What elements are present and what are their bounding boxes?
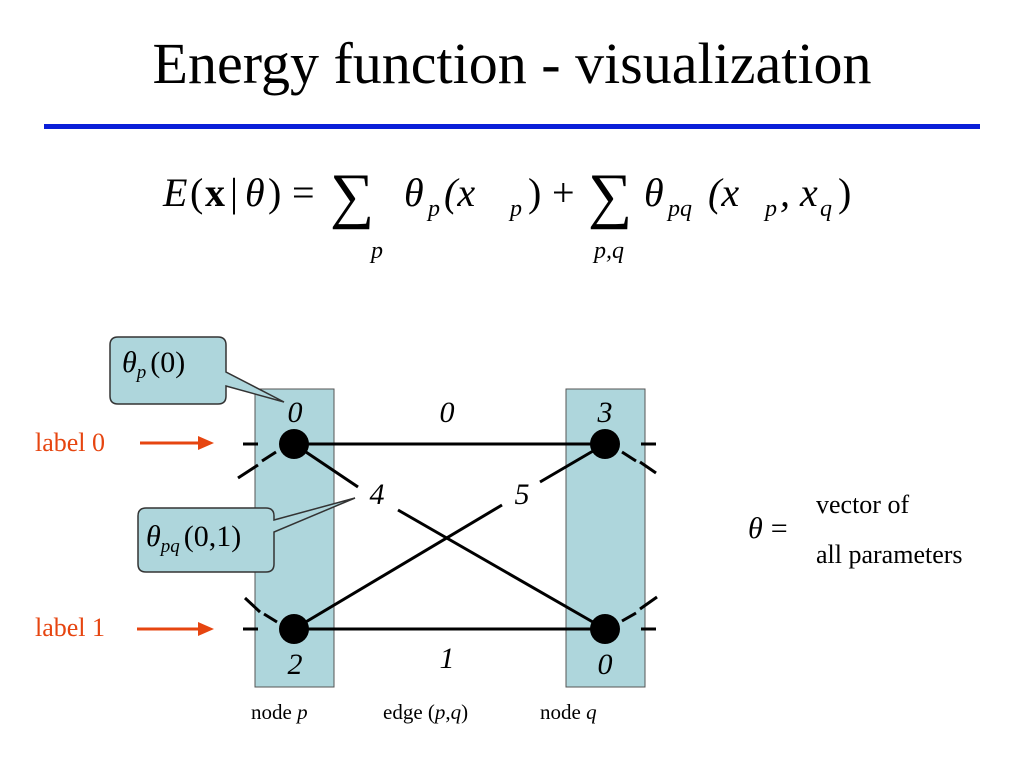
pairwise-callout-text: θpq(0,1) [146, 520, 241, 558]
node-p-caption-var: p [297, 700, 308, 724]
unary-callout-theta: θ [122, 346, 137, 379]
edge-caption-comma: , [445, 700, 451, 724]
unary-callout-text: θp(0) [122, 346, 185, 384]
title-underline [44, 124, 980, 129]
node-p-label1 [279, 614, 309, 644]
theta-definition-lhs: θ= [748, 512, 788, 546]
label1-arrow-icon [198, 622, 214, 636]
eq-sum-2: ∑ [588, 162, 632, 230]
eq-sum-2-index: p,q [592, 238, 624, 264]
eq-E: E [162, 170, 187, 215]
unary-callout-sub: p [136, 362, 147, 383]
edge-caption-prefix: edge ( [383, 700, 435, 724]
pairwise-callout [137, 497, 356, 573]
pairwise-callout-theta: θ [146, 520, 161, 553]
unary-p-1: 2 [288, 648, 303, 681]
unary-p-0: 0 [288, 396, 303, 429]
edge-caption: edge (p,q) [383, 700, 468, 725]
node-p-label0 [279, 429, 309, 459]
edge-0-1-lower [397, 508, 606, 631]
dash-diag-p0 [237, 463, 259, 480]
unary-q-0: 3 [597, 396, 613, 429]
pairwise-callout-sub: pq [160, 536, 180, 557]
eq-theta-unary: θ [404, 170, 424, 215]
pairwise-1-1: 1 [440, 642, 455, 675]
eq-paren-close: ) [268, 170, 281, 215]
eq-theta-pair: θ [644, 170, 664, 215]
eq-pair-close: ) [838, 170, 851, 215]
node-q-label0 [590, 429, 620, 459]
dash-diag-q1 [639, 595, 658, 611]
dash-inner-p0 [261, 450, 277, 463]
label0-arrow-icon [198, 436, 214, 450]
eq-unary-close: ) [528, 170, 541, 215]
eq-pair-comma: , x [780, 170, 818, 215]
energy-equation: E ( x | θ ) = ∑ p θ p (x p ) + ∑ p,q θ p… [0, 150, 1024, 280]
eq-pair-arg: (x [708, 170, 739, 215]
eq-sum-1: ∑ [330, 162, 374, 230]
definition-line1: vector of [816, 490, 910, 519]
eq-paren-open: ( [190, 170, 203, 215]
definition-equals: = [770, 512, 788, 545]
eq-pair-arg-sub1: p [763, 196, 777, 222]
dash-inner-q1 [621, 611, 637, 623]
edge-caption-var-p: p [434, 700, 446, 724]
pairwise-0-1: 4 [370, 478, 385, 511]
eq-plus: + [552, 170, 575, 215]
dash-inner-p1 [263, 612, 278, 624]
unary-callout-arg: (0) [150, 346, 186, 379]
edge-1-0-lower [293, 503, 503, 631]
eq-x-bold: x [205, 170, 225, 215]
node-p-caption-prefix: node [251, 700, 298, 724]
eq-sum-1-index: p [369, 238, 383, 264]
edge-caption-var-q: q [450, 700, 462, 724]
label1-text: label 1 [35, 613, 106, 642]
unary-callout [109, 336, 285, 405]
node-p-caption: node p [251, 700, 308, 725]
eq-unary-arg-sub: p [508, 196, 522, 222]
pairwise-callout-arg: (0,1) [183, 520, 242, 553]
label0-text: label 0 [35, 428, 106, 457]
eq-unary-arg: (x [444, 170, 475, 215]
edge-caption-suffix: ) [461, 700, 469, 724]
node-q-caption-var: q [586, 700, 597, 724]
eq-theta-lhs: θ [245, 170, 265, 215]
dash-diag-q0 [639, 460, 657, 475]
slide-title: Energy function - visualization [152, 31, 872, 96]
definition-line2: all parameters [816, 540, 963, 569]
unary-q-1: 0 [598, 648, 613, 681]
eq-equals: = [292, 170, 315, 215]
eq-pair-sub: pq [666, 196, 692, 222]
eq-pair-arg-sub2: q [820, 196, 832, 222]
dash-inner-q0 [621, 450, 637, 463]
pairwise-0-0: 0 [440, 396, 455, 429]
node-q-label1 [590, 614, 620, 644]
node-q-caption-prefix: node [540, 700, 587, 724]
eq-unary-sub: p [426, 196, 440, 222]
node-q-caption: node q [540, 700, 597, 725]
definition-theta: θ [748, 512, 763, 545]
pairwise-1-0: 5 [515, 478, 530, 511]
dash-diag-p1 [243, 596, 262, 614]
eq-bar: | [230, 170, 238, 215]
